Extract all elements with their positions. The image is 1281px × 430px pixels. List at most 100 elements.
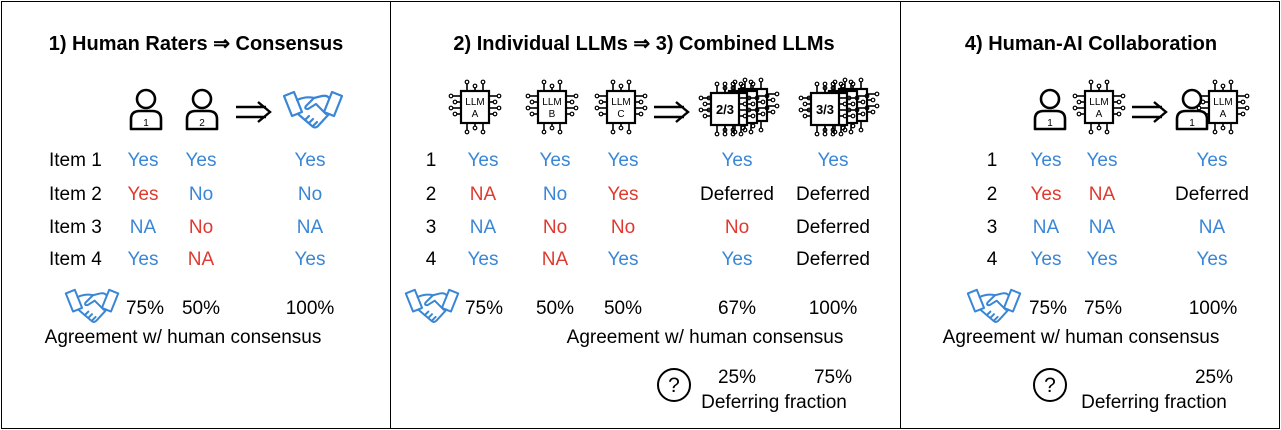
rater2-rating: NA — [187, 249, 215, 270]
chip-label: A — [1220, 109, 1227, 120]
llm-rating: NA — [1088, 184, 1116, 205]
handshake-icon — [64, 288, 120, 323]
chip-label: C — [617, 109, 624, 120]
panel-divider-1 — [390, 1, 391, 429]
row-label: 1 — [986, 150, 998, 171]
collab-rating: Yes — [1196, 150, 1228, 171]
collab-rating: Yes — [1196, 249, 1228, 270]
rater1-rating: NA — [129, 217, 157, 238]
combined-2of3-rating: Yes — [721, 150, 753, 171]
collab-rating: NA — [1198, 217, 1226, 238]
llm-rating: Yes — [1086, 150, 1118, 171]
row-label: Item 3 — [49, 217, 102, 238]
chip-label: B — [549, 109, 556, 120]
consensus-rating: Yes — [294, 150, 326, 171]
agreement-llm-c: 50% — [603, 298, 643, 319]
llm-c-rating: No — [610, 217, 636, 238]
combined-2of3-rating: No — [724, 217, 750, 238]
row-label: 4 — [425, 249, 437, 270]
llm-c-rating: Yes — [607, 184, 639, 205]
arrow-icon — [654, 101, 690, 123]
agreement-llm-b: 50% — [535, 298, 575, 319]
agreement-label: Agreement w/ human consensus — [566, 327, 844, 348]
row-label: 2 — [986, 184, 998, 205]
arrow-icon — [236, 101, 272, 123]
rater2-rating: No — [188, 217, 214, 238]
panel3-title: 4) Human-AI Collaboration — [964, 33, 1218, 55]
human-badge: 1 — [1189, 118, 1195, 129]
llm-b-rating: No — [542, 217, 568, 238]
question-mark: ? — [668, 374, 680, 397]
chip-label: LLM — [1089, 97, 1108, 108]
person-icon: 1 — [129, 88, 163, 131]
chip-label: 3/3 — [816, 102, 834, 117]
chip-label: A — [472, 109, 479, 120]
chip-icon: 2/3 — [698, 81, 752, 137]
rater1-badge: 1 — [143, 118, 149, 129]
chip-label: LLM — [465, 97, 484, 108]
handshake-icon — [282, 90, 344, 129]
chip-label: LLM — [1213, 97, 1232, 108]
rater1-rating: Yes — [127, 249, 159, 270]
question-icon: ? — [657, 368, 691, 402]
rater2-rating: No — [188, 184, 214, 205]
chip-label: A — [1096, 109, 1103, 120]
row-label: 3 — [986, 217, 998, 238]
rater2-badge: 2 — [199, 118, 205, 129]
panel1-title: 1) Human Raters ⇒ Consensus — [48, 33, 344, 55]
combined-3of3-rating: Deferred — [796, 249, 870, 270]
question-mark: ? — [1044, 374, 1056, 397]
person-icon: 2 — [185, 88, 219, 131]
panel2-title: 2) Individual LLMs ⇒ 3) Combined LLMs — [453, 33, 835, 55]
rater1-rating: Yes — [127, 184, 159, 205]
person-icon: 1 — [1033, 88, 1067, 131]
handshake-icon — [404, 288, 460, 323]
arrow-icon — [1132, 101, 1168, 123]
human-rating: Yes — [1030, 249, 1062, 270]
llm-b-rating: No — [542, 184, 568, 205]
row-label: 4 — [986, 249, 998, 270]
combined-3of3-rating: Deferred — [796, 217, 870, 238]
human-badge: 1 — [1047, 118, 1053, 129]
person-icon: 1 — [1175, 88, 1209, 131]
row-label: Item 4 — [49, 249, 102, 270]
agreement-label: Agreement w/ human consensus — [942, 327, 1220, 348]
chip-stack-icon: 3/3 — [798, 77, 880, 137]
handshake-icon — [966, 288, 1022, 323]
chip-label: 2/3 — [716, 102, 734, 117]
agreement-3of3: 100% — [808, 298, 858, 319]
llm-b-rating: Yes — [539, 150, 571, 171]
llm-a-rating: NA — [469, 184, 497, 205]
agreement-consensus: 100% — [285, 298, 335, 319]
rater2-rating: Yes — [185, 150, 217, 171]
consensus-rating: NA — [296, 217, 324, 238]
llm-rating: NA — [1088, 217, 1116, 238]
agreement-rater1: 75% — [125, 298, 165, 319]
llm-c-rating: Yes — [607, 150, 639, 171]
rater1-rating: Yes — [127, 150, 159, 171]
row-label: Item 2 — [49, 184, 102, 205]
deferring-2of3: 25% — [717, 367, 757, 388]
collab-rating: Deferred — [1175, 184, 1249, 205]
row-label: 1 — [425, 150, 437, 171]
human-rating: NA — [1032, 217, 1060, 238]
agreement-2of3: 67% — [717, 298, 757, 319]
chip-icon: 3/3 — [798, 81, 852, 137]
combined-2of3-rating: Deferred — [700, 184, 774, 205]
deferring-label: Deferring fraction — [701, 392, 847, 413]
human-rating: Yes — [1030, 150, 1062, 171]
agreement-human: 75% — [1028, 298, 1068, 319]
chip-label: LLM — [611, 97, 630, 108]
llm-a-rating: Yes — [467, 249, 499, 270]
deferring-collab: 25% — [1194, 367, 1234, 388]
llm-a-rating: NA — [469, 217, 497, 238]
agreement-rater2: 50% — [181, 298, 221, 319]
consensus-rating: Yes — [294, 249, 326, 270]
row-label: Item 1 — [49, 150, 102, 171]
row-label: 3 — [425, 217, 437, 238]
combined-3of3-rating: Deferred — [796, 184, 870, 205]
agreement-llm: 75% — [1083, 298, 1123, 319]
